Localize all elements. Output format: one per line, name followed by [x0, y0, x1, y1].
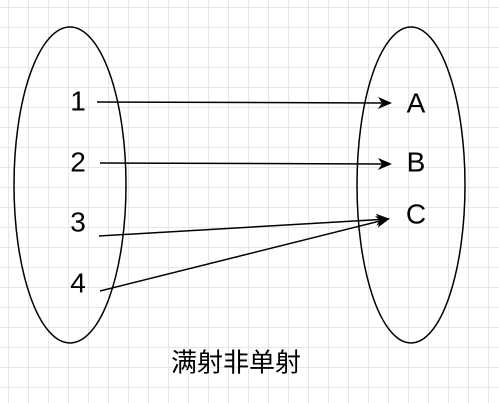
codomain-element-a: A — [407, 87, 426, 118]
arrow-2-to-b — [99, 157, 392, 170]
mapping-arrows — [96, 96, 392, 292]
domain-element-1: 1 — [70, 85, 86, 116]
diagram-caption: 满射非单射 — [171, 349, 301, 379]
codomain-element-b: B — [407, 146, 426, 177]
arrow-1-to-a — [96, 96, 392, 109]
domain-element-2: 2 — [70, 146, 86, 177]
codomain-set-ellipse — [356, 26, 466, 344]
arrow-3-to-c — [98, 213, 390, 237]
domain-element-4: 4 — [70, 267, 86, 298]
codomain-element-c: C — [406, 198, 426, 229]
domain-element-3: 3 — [70, 206, 86, 237]
domain-set-ellipse — [13, 26, 127, 344]
arrow-4-to-c — [99, 216, 390, 292]
